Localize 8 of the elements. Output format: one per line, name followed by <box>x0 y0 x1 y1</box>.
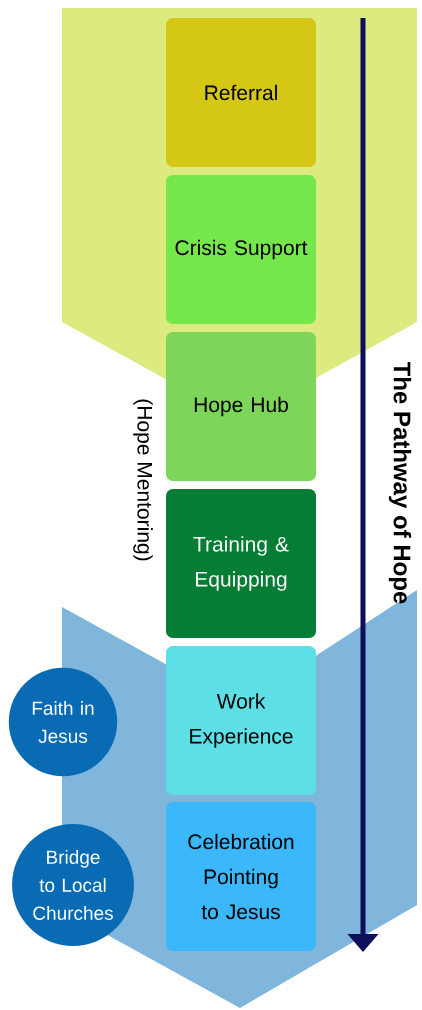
process-box: Hope Hub <box>166 332 316 481</box>
process-box: Referral <box>166 18 316 167</box>
process-box: Celebration Pointing to Jesus <box>166 802 316 951</box>
process-box: Crisis Support <box>166 175 316 324</box>
pathway-title: The Pathway of Hope <box>388 361 412 604</box>
process-box: Work Experience <box>166 646 316 795</box>
process-box: Training & Equipping <box>166 489 316 638</box>
side-label: (Hope Mentoring) <box>133 399 153 561</box>
